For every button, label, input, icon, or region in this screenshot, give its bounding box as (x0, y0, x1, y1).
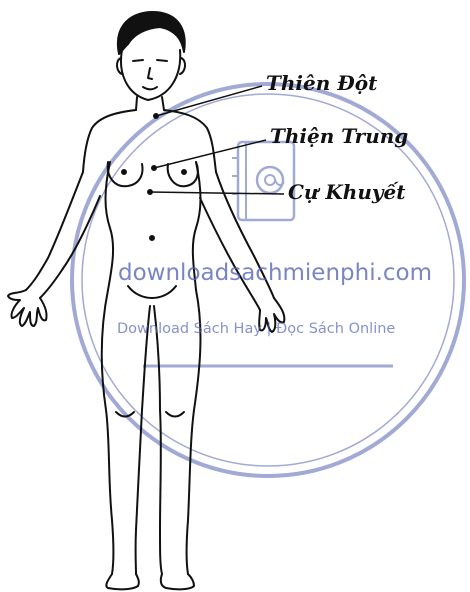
point-thien-dot (154, 114, 159, 119)
left-arm-outer (26, 172, 83, 290)
point-thien-trung (152, 166, 157, 171)
hair (118, 12, 185, 54)
nose (148, 68, 152, 79)
left-hand (8, 290, 47, 326)
label-cu-khuyet: Cự Khuyết (288, 182, 405, 202)
body-outline (8, 12, 284, 589)
point-cu-khuyet (148, 190, 153, 195)
label-thien-dot: Thiên Đột (266, 73, 377, 93)
right-shoulder (164, 110, 216, 172)
left-leg-outer (102, 290, 114, 574)
left-leg-inner (136, 306, 150, 574)
pubic-line (128, 286, 176, 298)
at-sign-book-icon (232, 142, 294, 220)
watermark-tagline-text: Download Sách Hay | Đọc Sách Online (117, 322, 395, 337)
head (121, 50, 180, 100)
leader-thien-trung (154, 140, 266, 168)
left-arm-inner (40, 196, 100, 298)
acupoint-markers (148, 86, 285, 195)
label-thien-trung: Thiện Trung (270, 126, 408, 146)
leader-thien-dot (156, 86, 262, 116)
watermark-site-text: downloadsachmienphi.com (118, 262, 432, 285)
right-arm-inner (200, 198, 260, 310)
right-foot (161, 574, 194, 589)
mouth (143, 87, 157, 89)
eyes (133, 60, 167, 61)
left-foot (106, 574, 138, 589)
